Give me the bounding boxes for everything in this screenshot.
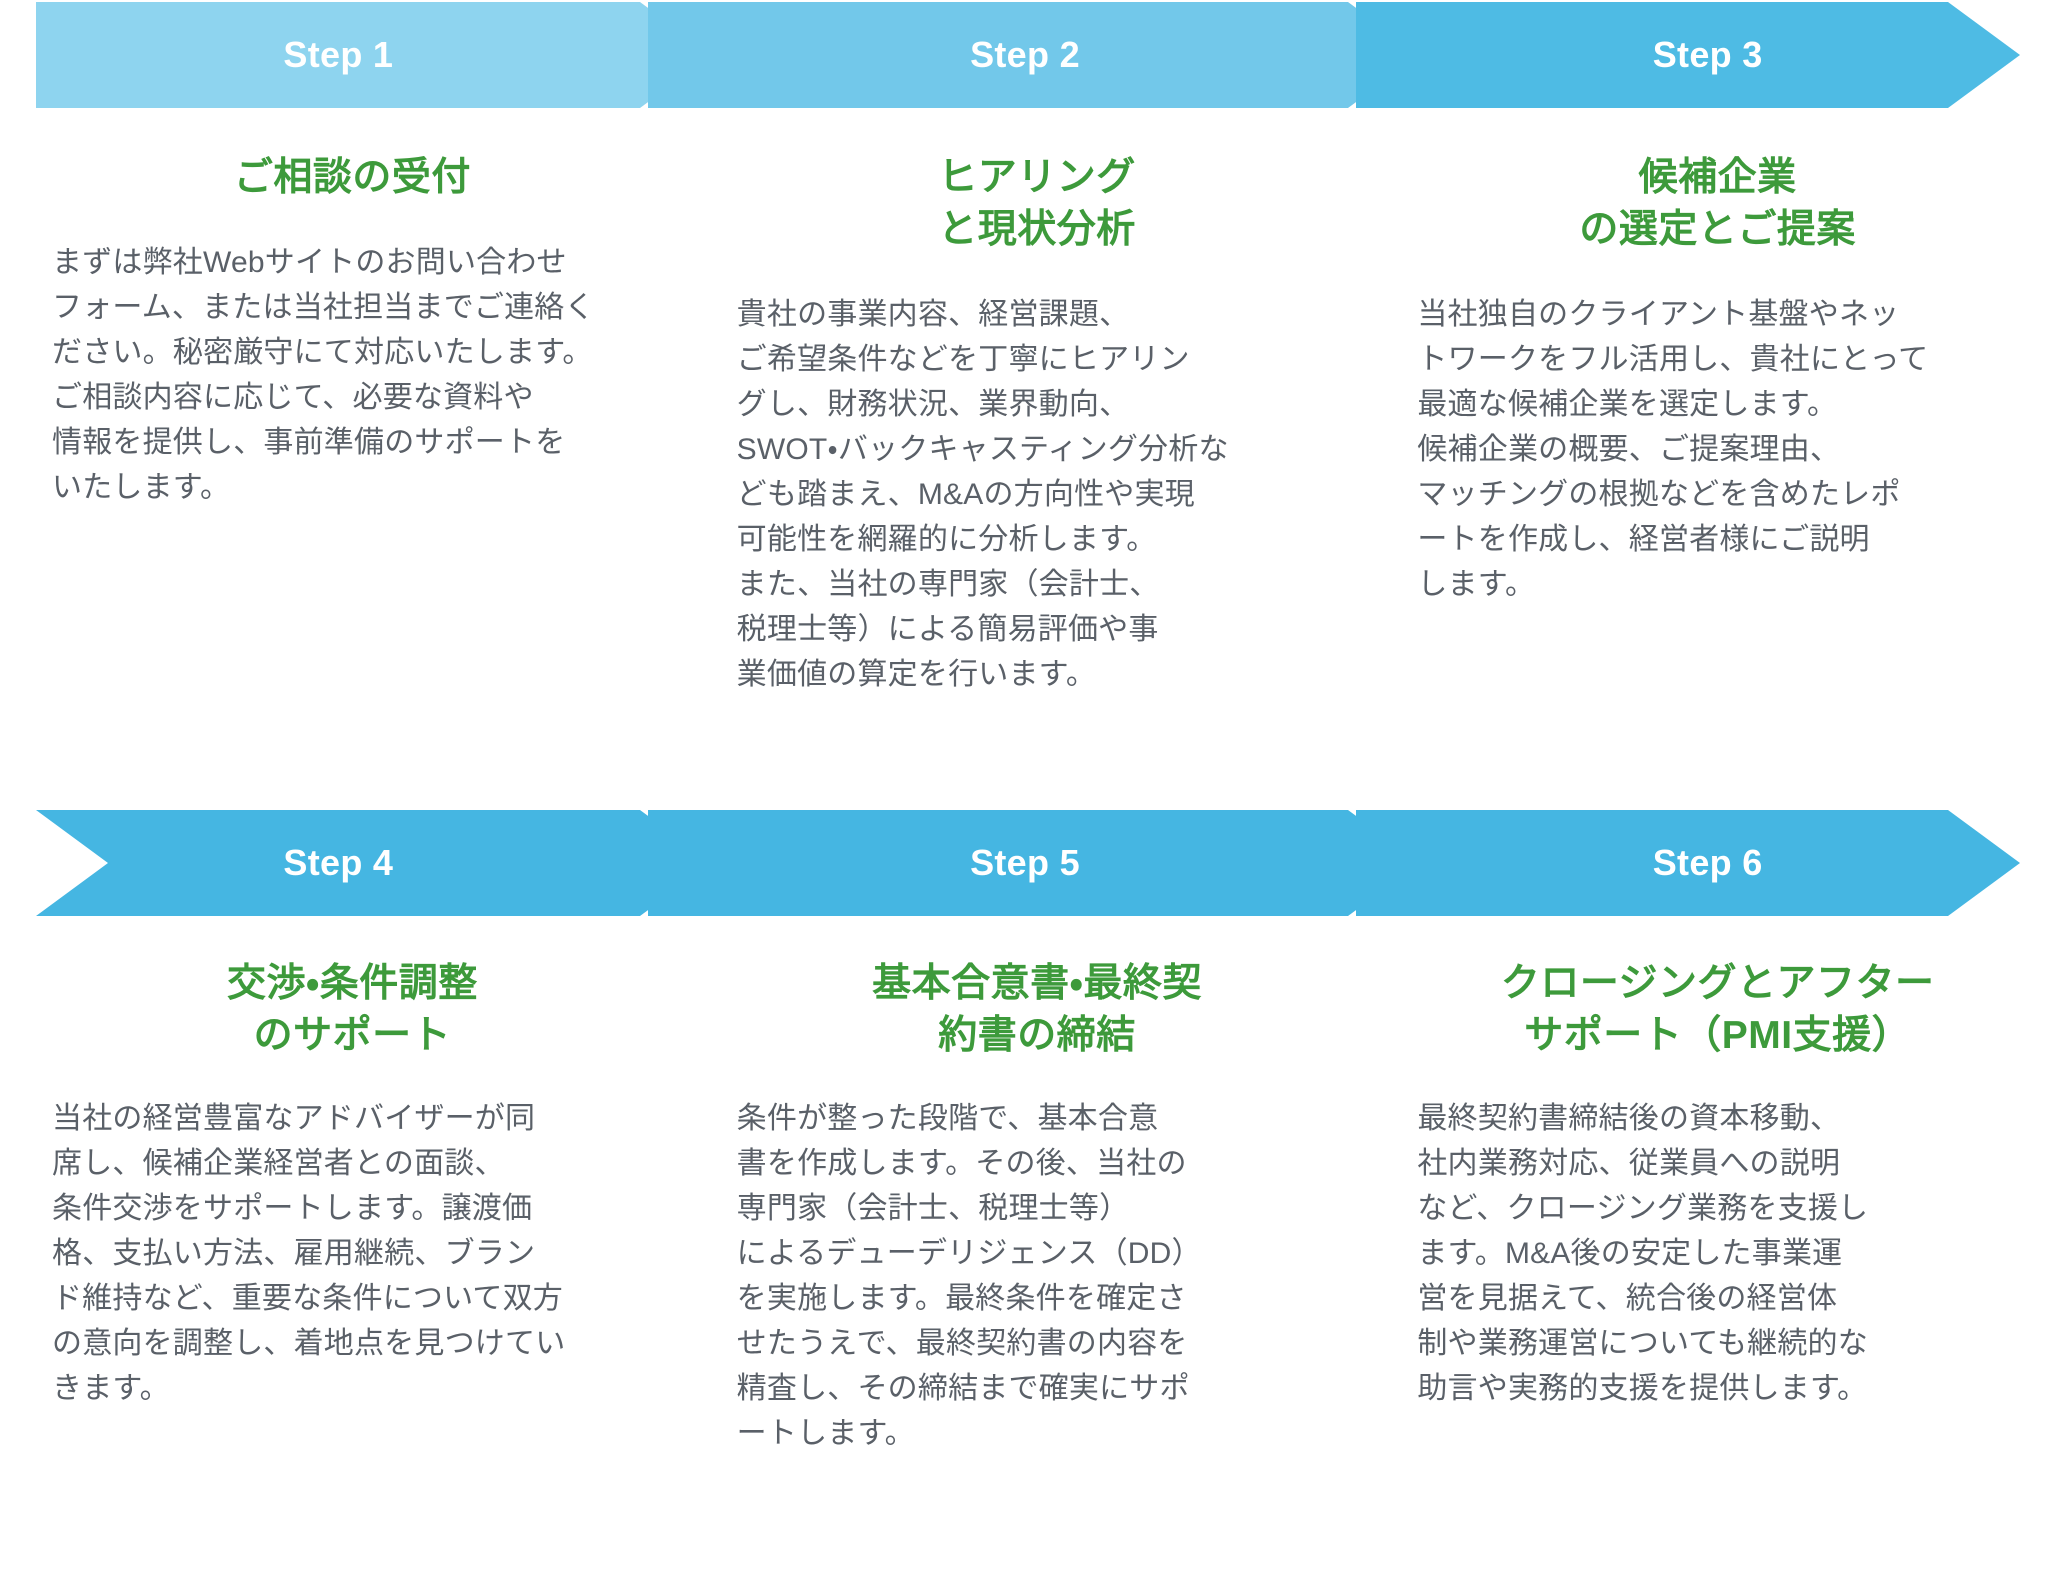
step-badge-6: Step 6	[1652, 842, 1763, 883]
step-column-2: ヒアリング と現状分析 貴社の事業内容、経営課題、 ご希望条件などを丁寧にヒアリ…	[687, 110, 1368, 697]
step-column-4: 交渉・条件調整 のサポート 当社の経営豊富なアドバイザーが同 席し、候補企業経営…	[0, 918, 687, 1456]
step-heading-1: ご相談の受付	[233, 156, 471, 199]
step-columns-row-1: ご相談の受付 まずは弊社Webサイトのお問い合わせ フォーム、または当社担当まで…	[0, 110, 2048, 697]
step-column-6: クロージングとアフター サポート（PMI支援） 最終契約書締結後の資本移動、 社…	[1367, 918, 2048, 1456]
step-body-2: 貴社の事業内容、経営課題、 ご希望条件などを丁寧にヒアリン グし、財務状況、業界…	[736, 297, 1229, 691]
step-body-1: まずは弊社Webサイトのお問い合わせ フォーム、または当社担当までご連絡く ださ…	[52, 245, 595, 504]
step-body-4: 当社の経営豊富なアドバイザーが同 席し、候補企業経営者との面談、 条件交渉をサポ…	[52, 1101, 566, 1405]
step-column-5: 基本合意書・最終契 約書の締結 条件が整った段階で、基本合意 書を作成します。そ…	[687, 918, 1368, 1456]
step-body-6: 最終契約書締結後の資本移動、 社内業務対応、従業員への説明 など、クロージング業…	[1417, 1101, 1869, 1405]
step-heading-3: 候補企業 の選定とご提案	[1579, 156, 1856, 251]
step-column-3: 候補企業 の選定とご提案 当社独自のクライアント基盤やネッ トワークをフル活用し…	[1367, 110, 2048, 697]
step-badge-4: Step 4	[283, 842, 394, 883]
step-heading-2: ヒアリング と現状分析	[938, 156, 1136, 251]
chevron-arrow-row-2-icon	[36, 810, 2020, 916]
step-badge-row-1-group: Step 1 Step 2 Step 3	[0, 0, 2048, 110]
step-banner-row-1: Step 1 Step 2 Step 3	[0, 0, 2048, 110]
step-heading-6: クロージングとアフター サポート（PMI支援）	[1500, 962, 1935, 1057]
step-body-3: 当社独自のクライアント基盤やネッ トワークをフル活用し、貴社にとって 最適な候補…	[1417, 297, 1929, 601]
step-heading-4: 交渉・条件調整 のサポート	[226, 962, 478, 1057]
process-row-2: Step 4 Step 5 Step 6 交渉・条件調整 のサポート 当社の経営…	[0, 808, 2048, 1456]
step-badge-2: Step 2	[970, 34, 1080, 75]
step-body-5: 条件が整った段階で、基本合意 書を作成します。その後、当社の 専門家（会計士、税…	[736, 1101, 1202, 1450]
step-badge-1: Step 1	[283, 34, 394, 75]
step-heading-5: 基本合意書・最終契 約書の締結	[872, 962, 1202, 1057]
step-badge-row-2-group: Step 4 Step 5 Step 6	[0, 808, 2048, 918]
process-row-1: Step 1 Step 2 Step 3 ご相談の受付 まずは弊社Webサイトの…	[0, 0, 2048, 697]
step-columns-row-2: 交渉・条件調整 のサポート 当社の経営豊富なアドバイザーが同 席し、候補企業経営…	[0, 918, 2048, 1456]
step-badge-3: Step 3	[1652, 34, 1763, 75]
step-badge-5: Step 5	[970, 842, 1080, 883]
step-banner-row-2: Step 4 Step 5 Step 6	[0, 808, 2048, 918]
step-column-1: ご相談の受付 まずは弊社Webサイトのお問い合わせ フォーム、または当社担当まで…	[0, 110, 687, 697]
chevron-arrow-row-1-icon	[36, 2, 2020, 108]
